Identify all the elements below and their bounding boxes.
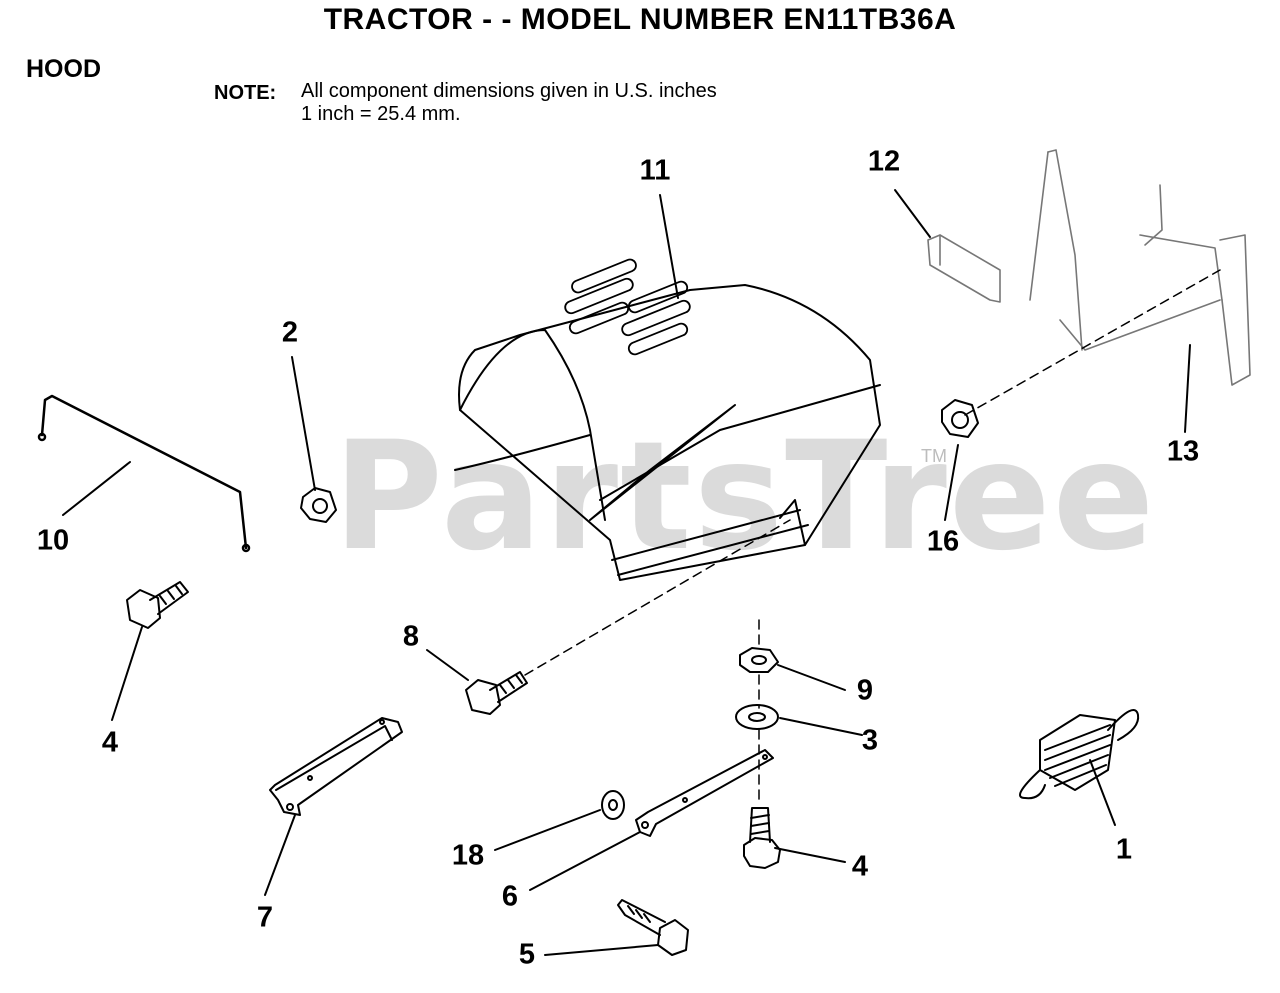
- part-nut-16[interactable]: [941, 399, 979, 438]
- callout-7: 7: [256, 901, 274, 934]
- assembly-lines: [524, 269, 1221, 806]
- part-bracket-12[interactable]: [927, 234, 1001, 303]
- part-bolt-4-left[interactable]: [126, 581, 189, 629]
- callout-10: 10: [36, 524, 70, 557]
- part-strap-6[interactable]: [635, 749, 774, 837]
- callout-18: 18: [451, 839, 485, 872]
- callout-1: 1: [1115, 833, 1133, 866]
- part-bolt-4-center[interactable]: [743, 807, 781, 869]
- note-label: NOTE:: [214, 82, 277, 104]
- callout-16: 16: [926, 525, 960, 558]
- callout-4-center: 4: [851, 850, 869, 883]
- part-rod[interactable]: [37, 394, 251, 553]
- diagram-title: TRACTOR - - MODEL NUMBER EN11TB36A: [323, 3, 957, 36]
- callout-9: 9: [856, 674, 874, 707]
- note-line-2: 1 inch = 25.4 mm.: [301, 103, 461, 125]
- leader-lines: [62, 189, 1191, 956]
- part-spring[interactable]: [1019, 709, 1140, 800]
- part-frame[interactable]: [1029, 149, 1251, 386]
- part-hood[interactable]: [454, 258, 881, 581]
- callout-4-left: 4: [101, 726, 119, 759]
- callout-2: 2: [281, 316, 299, 349]
- part-nut-2[interactable]: [300, 487, 337, 523]
- callout-8: 8: [402, 620, 420, 653]
- part-washer-3[interactable]: [735, 704, 779, 730]
- callout-3: 3: [861, 724, 879, 757]
- part-washer-18[interactable]: [601, 790, 625, 820]
- section-heading: HOOD: [26, 55, 101, 83]
- watermark-trademark: TM: [921, 446, 947, 466]
- callout-6: 6: [501, 880, 519, 913]
- part-nut-9[interactable]: [739, 647, 779, 673]
- callout-5: 5: [518, 938, 536, 971]
- part-bolt-8[interactable]: [465, 671, 528, 715]
- note-line-1: All component dimensions given in U.S. i…: [301, 80, 717, 102]
- part-bracket-7[interactable]: [269, 717, 403, 816]
- callout-11: 11: [639, 154, 671, 187]
- callout-13: 13: [1166, 435, 1200, 468]
- callout-12: 12: [867, 145, 901, 178]
